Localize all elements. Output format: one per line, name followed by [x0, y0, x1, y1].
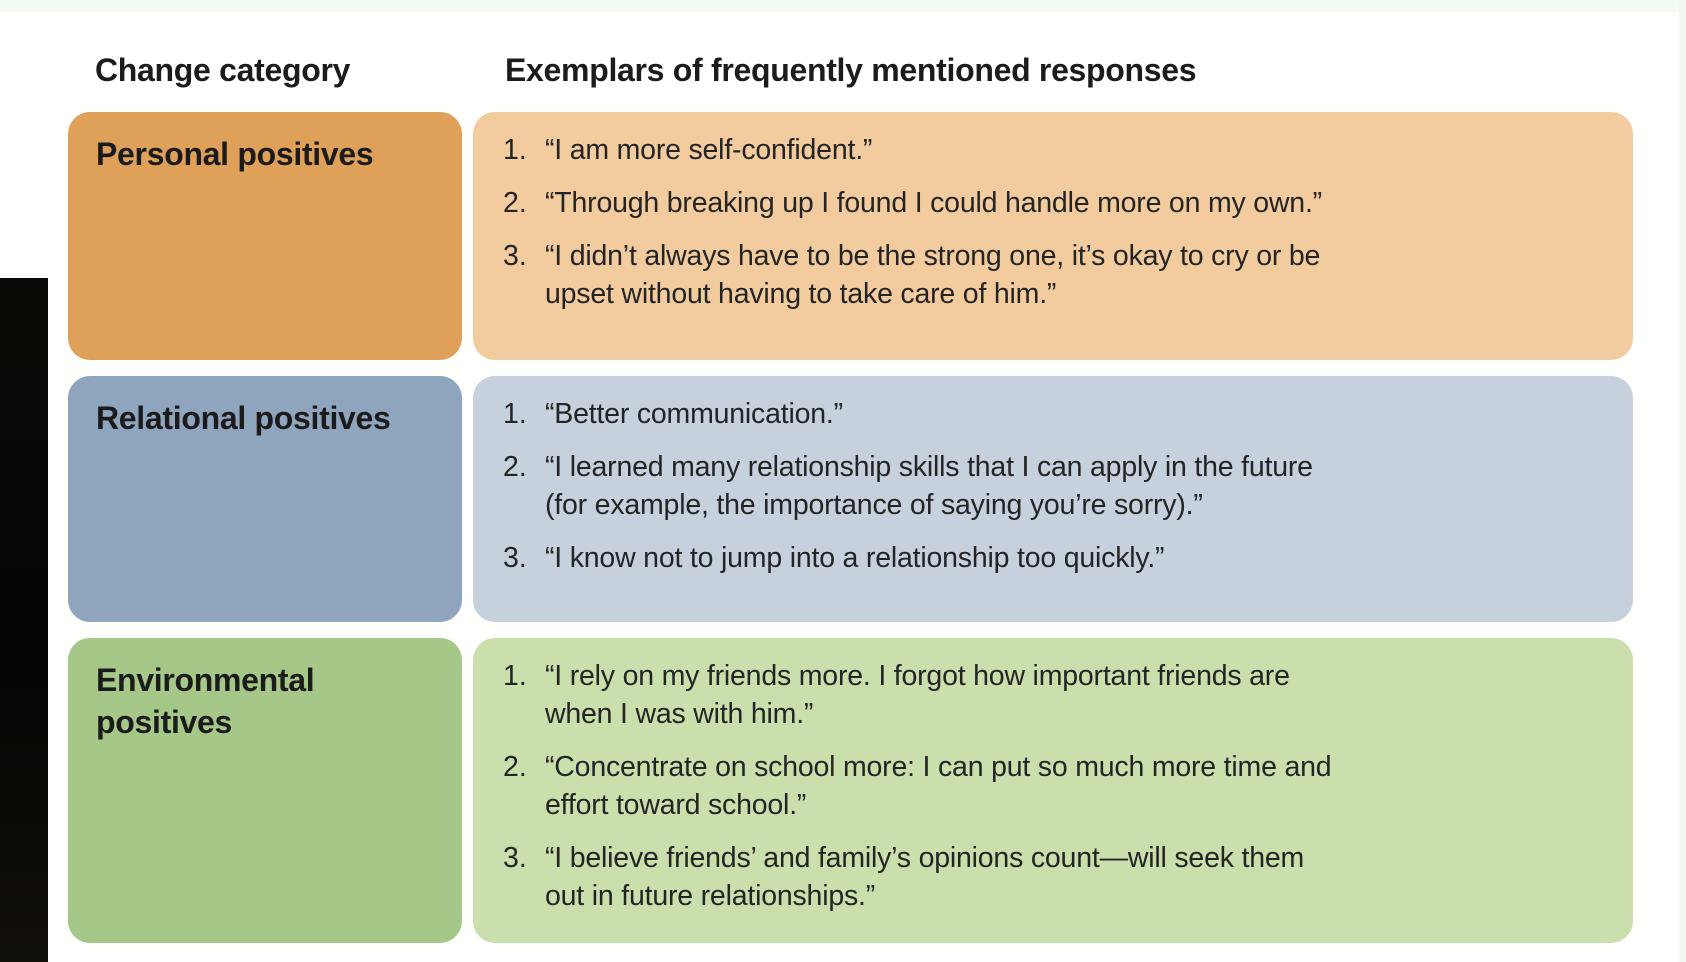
list-item-text: “I am more self-confident.” — [545, 134, 873, 166]
exemplars-cell-relational-positives: 1. “Better communication.” 2. “I learned… — [473, 376, 1633, 622]
list-item-number: 1. — [503, 398, 527, 430]
list-item: 2. “Through breaking up I found I could … — [503, 184, 1609, 222]
list-item-text: “I rely on my friends more. I forgot how… — [545, 660, 1290, 730]
category-cell-personal-positives: Personal positives — [68, 112, 462, 360]
list-item: 3. “I know not to jump into a relationsh… — [503, 539, 1609, 577]
list-item-number: 3. — [503, 240, 527, 272]
list-item: 3. “I didn’t always have to be the stron… — [503, 237, 1609, 313]
list-item: 3. “I believe friends’ and family’s opin… — [503, 839, 1609, 915]
list-item: 2. “Concentrate on school more: I can pu… — [503, 748, 1609, 824]
right-edge-strip — [1679, 0, 1686, 962]
list-item-text: “Concentrate on school more: I can put s… — [545, 751, 1332, 821]
list-item-number: 1. — [503, 660, 527, 692]
list-item: 1. “I am more self-confident.” — [503, 131, 1609, 169]
category-cell-relational-positives: Relational positives — [68, 376, 462, 622]
list-item-number: 3. — [503, 542, 527, 574]
column-header-exemplars: Exemplars of frequently mentioned respon… — [505, 52, 1197, 88]
list-item: 2. “I learned many relationship skills t… — [503, 448, 1609, 524]
category-cell-environmental-positives: Environmental positives — [68, 638, 462, 943]
list-item-number: 1. — [503, 134, 527, 166]
exemplars-cell-environmental-positives: 1. “I rely on my friends more. I forgot … — [473, 638, 1633, 943]
list-item-text: “I didn’t always have to be the strong o… — [545, 240, 1321, 310]
exemplars-cell-personal-positives: 1. “I am more self-confident.” 2. “Throu… — [473, 112, 1633, 360]
list-item-number: 2. — [503, 751, 527, 783]
list-item-text: “I believe friends’ and family’s opinion… — [545, 842, 1305, 912]
list-item: 1. “Better communication.” — [503, 395, 1609, 433]
list-item-text: “I learned many relationship skills that… — [545, 451, 1313, 521]
list-item-text: “Better communication.” — [545, 398, 843, 430]
list-item: 1. “I rely on my friends more. I forgot … — [503, 657, 1609, 733]
list-item-number: 2. — [503, 187, 527, 219]
list-item-text: “Through breaking up I found I could han… — [545, 187, 1322, 219]
list-item-number: 2. — [503, 451, 527, 483]
top-edge-strip — [0, 0, 1686, 12]
left-photo-edge-bar — [0, 278, 48, 962]
list-item-text: “I know not to jump into a relationship … — [545, 542, 1165, 574]
column-header-change-category: Change category — [95, 52, 351, 88]
list-item-number: 3. — [503, 842, 527, 874]
